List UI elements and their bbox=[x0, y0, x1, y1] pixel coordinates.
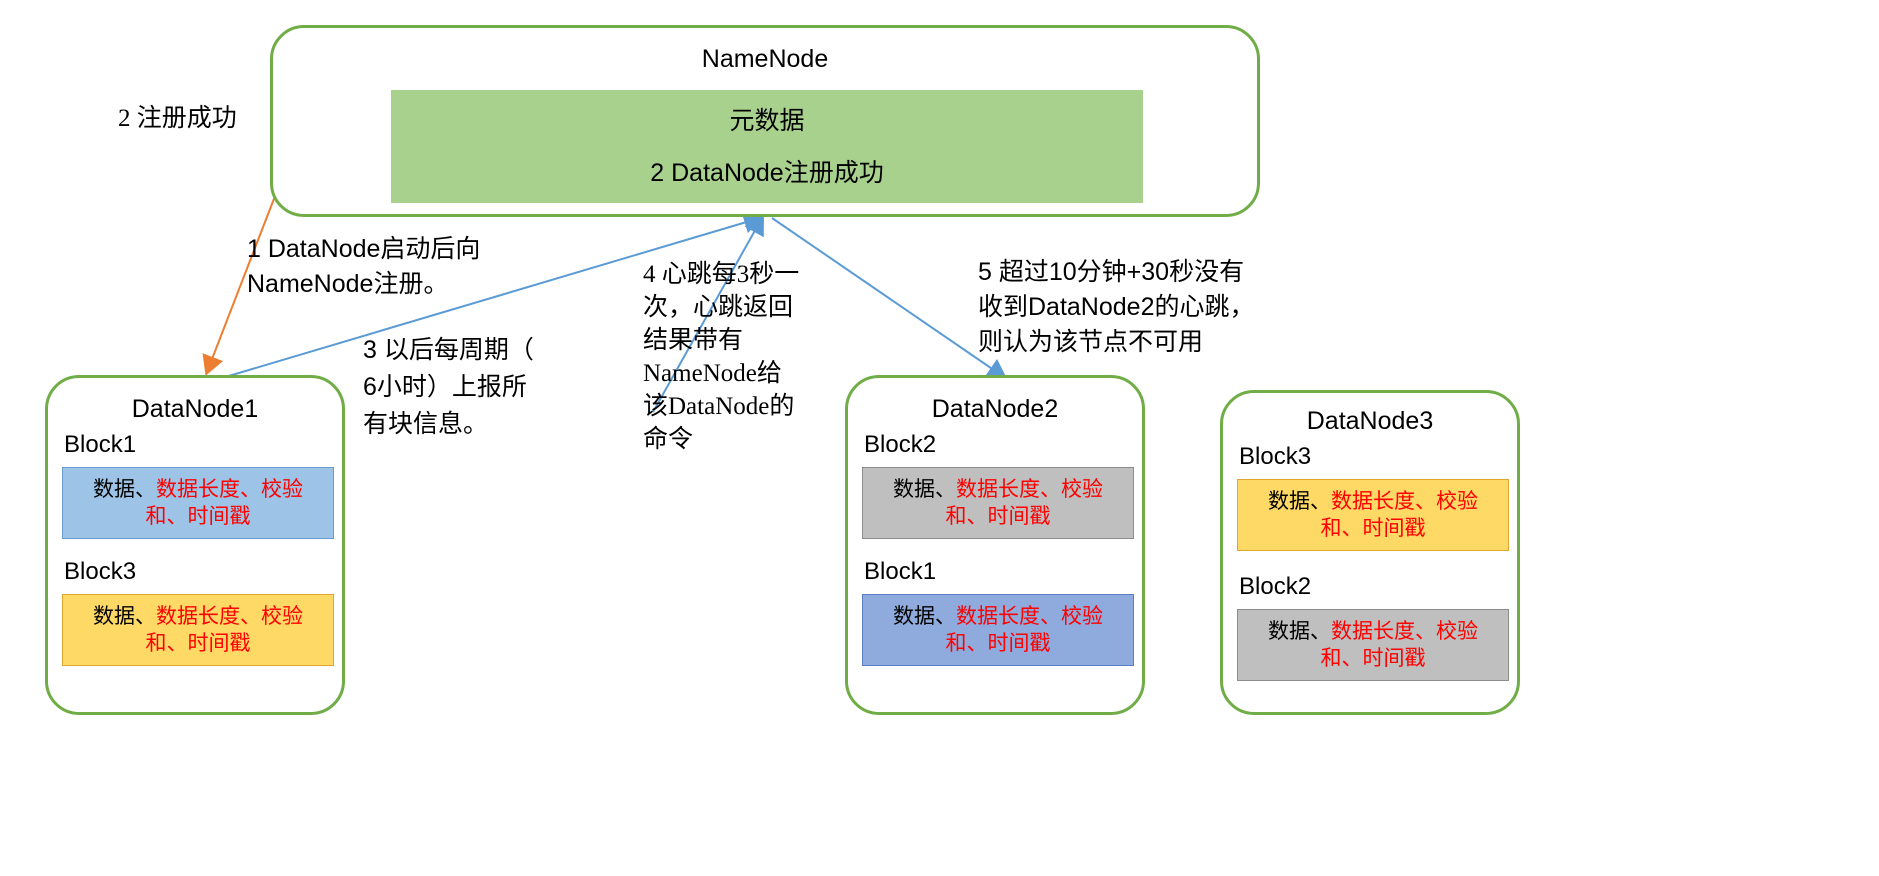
datanode2-title: DataNode2 bbox=[931, 395, 1059, 423]
annotation-step-3: 3 以后每周期（ 6小时）上报所 有块信息。 bbox=[363, 336, 534, 438]
block-text: 数据、数据长度、校验和、时间戳 bbox=[1248, 488, 1498, 542]
block-text: 数据、数据长度、校验和、时间戳 bbox=[1248, 618, 1498, 672]
annotation-step-2: 2 注册成功 bbox=[118, 105, 237, 132]
block-text-highlight: 数据长度、校验和、时间戳 bbox=[1320, 490, 1479, 540]
namenode-box[interactable]: NameNode 元数据 2 DataNode注册成功 bbox=[270, 25, 1260, 217]
datanode2-block-strip-1[interactable]: 数据、数据长度、校验和、时间戳 bbox=[862, 594, 1134, 666]
block-text-plain: 数据、 bbox=[93, 605, 156, 628]
metadata-register-note: 2 DataNode注册成功 bbox=[650, 158, 884, 187]
datanode3-block-label-1: Block2 bbox=[1239, 573, 1312, 600]
block-text-plain: 数据、 bbox=[893, 478, 956, 501]
block-text-highlight: 数据长度、校验和、时间戳 bbox=[145, 478, 304, 528]
datanode3-box[interactable]: DataNode3 Block3 数据、数据长度、校验和、时间戳 Block2 … bbox=[1220, 390, 1520, 715]
datanode2-block-label-0: Block2 bbox=[864, 431, 937, 458]
datanode1-block-strip-1[interactable]: 数据、数据长度、校验和、时间戳 bbox=[62, 594, 334, 666]
block-text-highlight: 数据长度、校验和、时间戳 bbox=[145, 605, 304, 655]
datanode2-box[interactable]: DataNode2 Block2 数据、数据长度、校验和、时间戳 Block1 … bbox=[845, 375, 1145, 715]
namenode-title: NameNode bbox=[701, 45, 829, 73]
block-text-plain: 数据、 bbox=[1268, 620, 1331, 643]
datanode3-title: DataNode3 bbox=[1306, 407, 1434, 435]
annotation-step-4: 4 心跳每3秒一 次，心跳返回 结果带有 NameNode给 该DataNode… bbox=[643, 261, 800, 453]
datanode3-block-strip-1[interactable]: 数据、数据长度、校验和、时间戳 bbox=[1237, 609, 1509, 681]
block-text-plain: 数据、 bbox=[893, 605, 956, 628]
block-text-plain: 数据、 bbox=[1268, 490, 1331, 513]
block-text-highlight: 数据长度、校验和、时间戳 bbox=[945, 478, 1104, 528]
datanode1-block-label-0: Block1 bbox=[64, 431, 137, 458]
datanode1-box[interactable]: DataNode1 Block1 数据、数据长度、校验和、时间戳 Block3 … bbox=[45, 375, 345, 715]
datanode3-block-strip-0[interactable]: 数据、数据长度、校验和、时间戳 bbox=[1237, 479, 1509, 551]
datanode1-block-strip-0[interactable]: 数据、数据长度、校验和、时间戳 bbox=[62, 467, 334, 539]
block-text-highlight: 数据长度、校验和、时间戳 bbox=[1320, 620, 1479, 670]
block-text-plain: 数据、 bbox=[93, 478, 156, 501]
metadata-label: 元数据 bbox=[729, 106, 805, 135]
namenode-metadata-box: 元数据 2 DataNode注册成功 bbox=[391, 90, 1143, 203]
block-text: 数据、数据长度、校验和、时间戳 bbox=[73, 603, 323, 657]
datanode3-block-label-0: Block3 bbox=[1239, 443, 1312, 470]
block-text-highlight: 数据长度、校验和、时间戳 bbox=[945, 605, 1104, 655]
annotation-step-1: 1 DataNode启动后向 NameNode注册。 bbox=[247, 235, 481, 298]
datanode1-block-label-1: Block3 bbox=[64, 558, 137, 585]
datanode1-title: DataNode1 bbox=[131, 395, 259, 423]
datanode2-block-label-1: Block1 bbox=[864, 558, 937, 585]
datanode2-block-strip-0[interactable]: 数据、数据长度、校验和、时间戳 bbox=[862, 467, 1134, 539]
block-text: 数据、数据长度、校验和、时间戳 bbox=[873, 476, 1123, 530]
block-text: 数据、数据长度、校验和、时间戳 bbox=[73, 476, 323, 530]
annotation-step-5: 5 超过10分钟+30秒没有 收到DataNode2的心跳， 则认为该节点不可用 bbox=[978, 258, 1255, 356]
block-text: 数据、数据长度、校验和、时间戳 bbox=[873, 603, 1123, 657]
